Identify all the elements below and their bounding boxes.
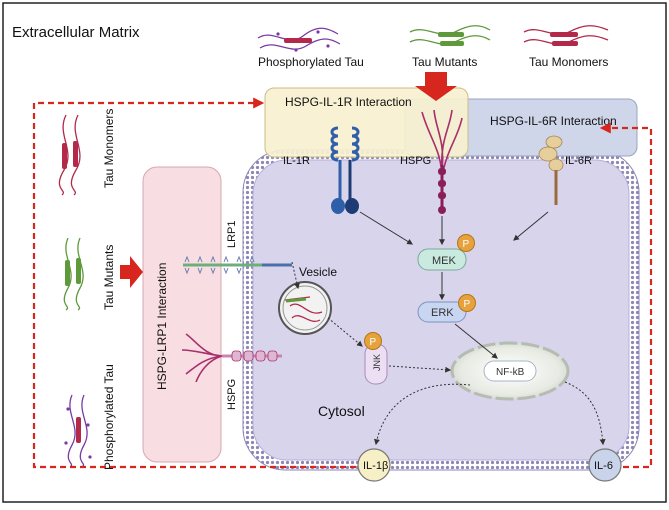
hspg-il1r-label: HSPG-IL-1R Interaction [285, 95, 412, 109]
arrow-lrp1-to-vesicle [291, 261, 300, 290]
il1r-label: IL-1R [283, 155, 310, 167]
mek-label: MEK [432, 255, 457, 267]
lrp1-receptor [183, 255, 292, 275]
hspg-left-receptor [181, 333, 282, 383]
vesicle-label: Vesicle [299, 265, 337, 279]
feedback-path-il6 [599, 122, 653, 469]
jnk-node: JNK P [364, 332, 388, 385]
il6-label: IL-6 [594, 460, 613, 472]
erk-node: ERK P [417, 294, 476, 323]
erk-label: ERK [431, 307, 454, 319]
il6r-receptor [538, 135, 564, 205]
hspg-il6r-label: HSPG-IL-6R Interaction [490, 114, 617, 128]
jnk-label: JNK [372, 354, 382, 371]
il1r-receptor [330, 126, 360, 214]
top-phospho-tau-label: Phosphorylated Tau [258, 55, 364, 69]
jnk-phospho: P [370, 337, 377, 348]
mek-phospho: P [463, 239, 470, 250]
left-tau-monomers-icon [58, 114, 81, 196]
cytosol-label: Cytosol [318, 403, 365, 419]
left-tau-monomers-label: Tau Monomers [102, 109, 116, 188]
top-tau-mutants-icon [409, 25, 491, 46]
lrp1-label: LRP1 [226, 220, 238, 248]
il6-output: IL-6 [588, 448, 622, 482]
erk-phospho: P [464, 299, 471, 310]
hspg-lrp1-box: HSPG-LRP1 Interaction [142, 166, 222, 463]
top-tau-monomers-icon [523, 25, 609, 46]
nfkb-label: NF-kB [496, 367, 525, 378]
top-tau-monomers-label: Tau Monomers [529, 55, 608, 69]
top-tau-mutants-label: Tau Mutants [412, 55, 477, 69]
arrow-il6r-to-mek [513, 211, 549, 241]
feedback-path-il1b [32, 97, 356, 469]
red-block-arrow-top [415, 72, 457, 101]
mek-node: MEK P [417, 234, 475, 271]
left-tau-mutants-label: Tau Mutants [102, 245, 116, 310]
il1b-label: IL-1β [363, 460, 388, 472]
top-phospho-tau-icon [257, 27, 341, 52]
arrow-il1r-to-mek [359, 211, 414, 245]
hspg-top-label: HSPG [400, 155, 431, 167]
red-block-arrow-left [120, 256, 143, 288]
arrow-nfkb-to-il1b [374, 383, 471, 446]
left-phospho-tau-icon [64, 394, 92, 468]
left-tau-mutants-icon [63, 237, 84, 311]
left-phospho-tau-label: Phosphorylated Tau [102, 364, 116, 470]
hspg-top-receptor [421, 109, 463, 214]
hspg-left-label: HSPG [226, 379, 238, 410]
il6r-label: IL-6R [565, 155, 592, 167]
vesicle [278, 281, 332, 335]
hspg-il1r-box: HSPG-IL-1R Interaction [264, 87, 469, 158]
hspg-lrp1-label: HSPG-LRP1 Interaction [155, 263, 169, 390]
nfkb-nucleus: NF-kB [450, 341, 570, 401]
arrow-erk-to-nfkb [454, 323, 498, 359]
arrow-vesicle-to-jnk [327, 317, 363, 347]
page-title: Extracellular Matrix [12, 24, 140, 41]
il1b-output: IL-1β [357, 448, 391, 482]
